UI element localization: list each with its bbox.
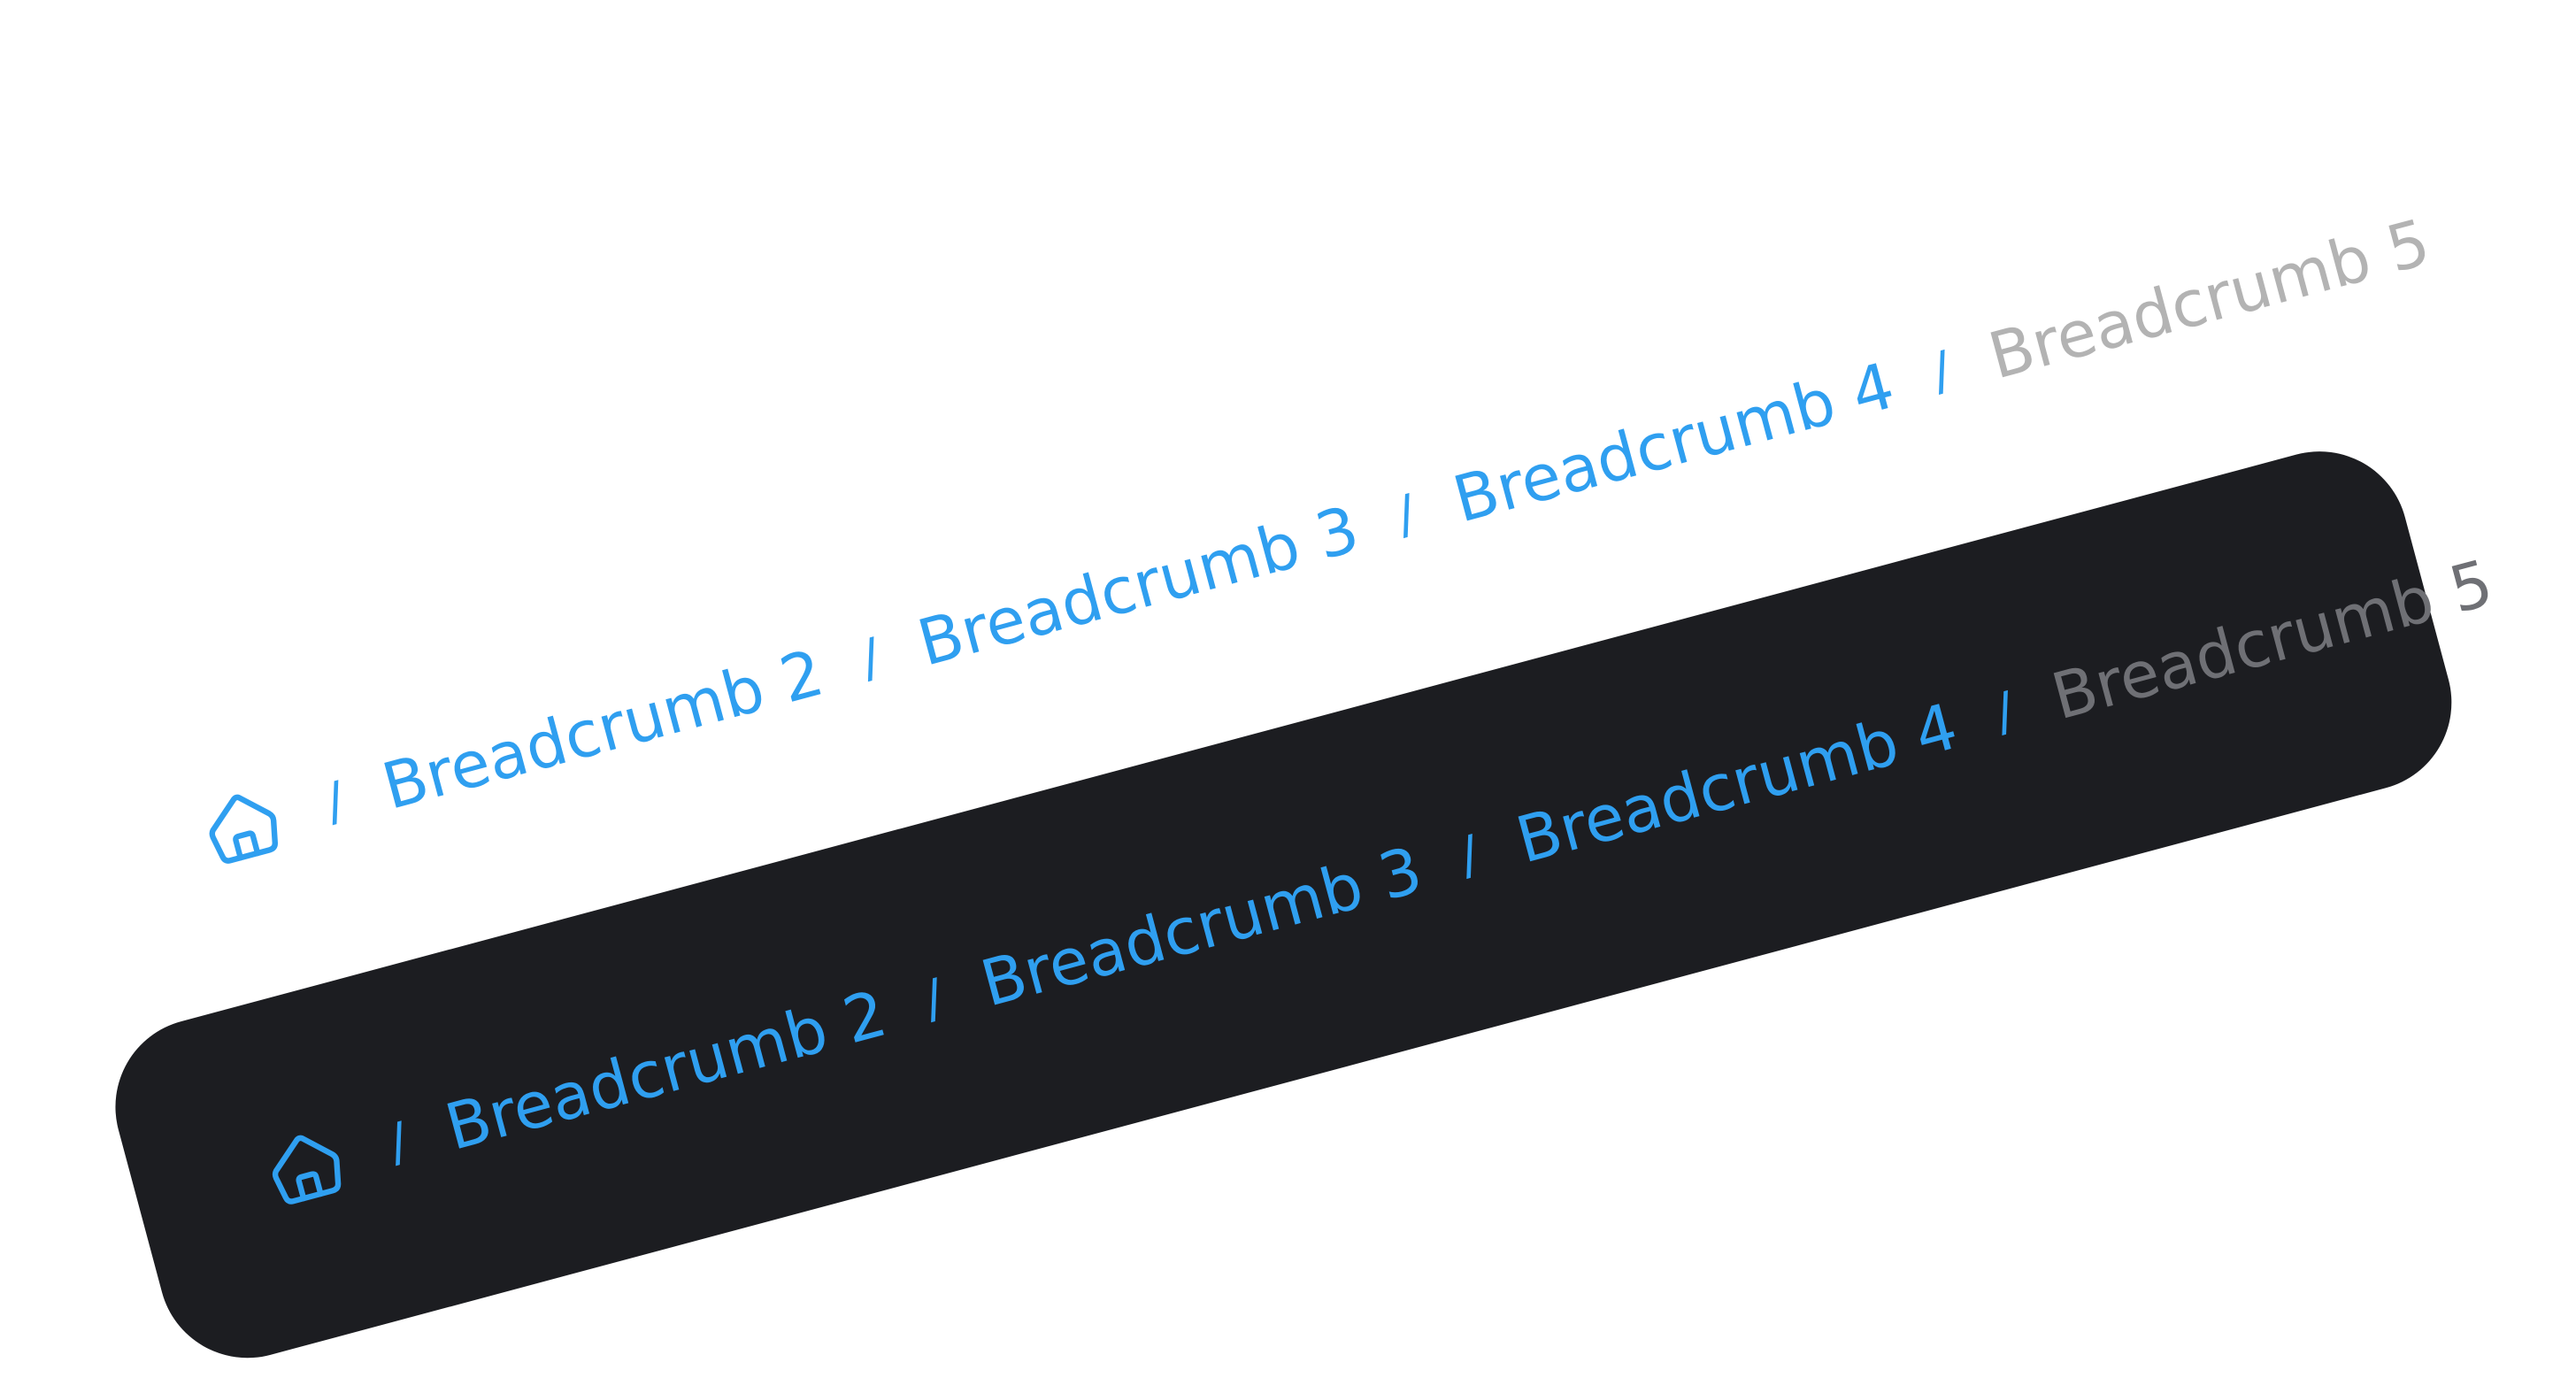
- breadcrumb-dark: / Breadcrumb 2 / Breadcrumb 3 / Breadcru…: [96, 431, 2500, 1378]
- breadcrumb-separator: /: [854, 626, 887, 689]
- breadcrumb-link[interactable]: Breadcrumb 4: [1445, 348, 1903, 537]
- breadcrumb-separator: /: [1389, 482, 1423, 546]
- breadcrumb-light: / Breadcrumb 2 / Breadcrumb 3 / Breadcru…: [53, 168, 2437, 960]
- breadcrumb-current: Breadcrumb 5: [2044, 545, 2501, 735]
- breadcrumb-separator: /: [1452, 823, 1486, 887]
- breadcrumb-item: / Breadcrumb 4: [1411, 689, 1965, 899]
- breadcrumb-list: / Breadcrumb 2 / Breadcrumb 3 / Breadcru…: [185, 196, 2440, 883]
- breadcrumb-item: / Breadcrumb 4: [1349, 348, 1903, 558]
- breadcrumb-current: Breadcrumb 5: [1980, 204, 2438, 394]
- breadcrumb-link[interactable]: Breadcrumb 2: [437, 975, 895, 1165]
- home-icon: [272, 1135, 342, 1205]
- breadcrumb-separator: /: [1925, 339, 1958, 403]
- home-link[interactable]: [185, 770, 297, 882]
- breadcrumb-separator: /: [917, 966, 950, 1030]
- home-icon: [209, 794, 278, 864]
- breadcrumb-item: / Breadcrumb 3: [813, 491, 1366, 702]
- breadcrumb-link[interactable]: Breadcrumb 2: [374, 635, 831, 824]
- breadcrumb-list: / Breadcrumb 2 / Breadcrumb 3 / Breadcru…: [248, 536, 2503, 1223]
- breadcrumb-item: / Breadcrumb 2: [341, 975, 895, 1186]
- scene: / Breadcrumb 2 / Breadcrumb 3 / Breadcru…: [53, 168, 2500, 1378]
- breadcrumb-separator: /: [1988, 680, 2021, 743]
- breadcrumb-home-item: [248, 1111, 360, 1223]
- breadcrumb-separator: /: [319, 769, 351, 833]
- breadcrumb-home-item: [185, 770, 297, 882]
- breadcrumb-link[interactable]: Breadcrumb 3: [973, 832, 1430, 1021]
- breadcrumb-current-item: / Breadcrumb 5: [1884, 204, 2438, 415]
- breadcrumb-separator: /: [381, 1110, 415, 1174]
- breadcrumb-item: / Breadcrumb 3: [876, 832, 1430, 1043]
- breadcrumb-link[interactable]: Breadcrumb 4: [1509, 689, 1965, 878]
- home-link[interactable]: [248, 1111, 360, 1223]
- breadcrumb-link[interactable]: Breadcrumb 3: [910, 491, 1366, 681]
- breadcrumb-current-item: / Breadcrumb 5: [1947, 545, 2501, 756]
- breadcrumb-item: / Breadcrumb 2: [278, 635, 831, 845]
